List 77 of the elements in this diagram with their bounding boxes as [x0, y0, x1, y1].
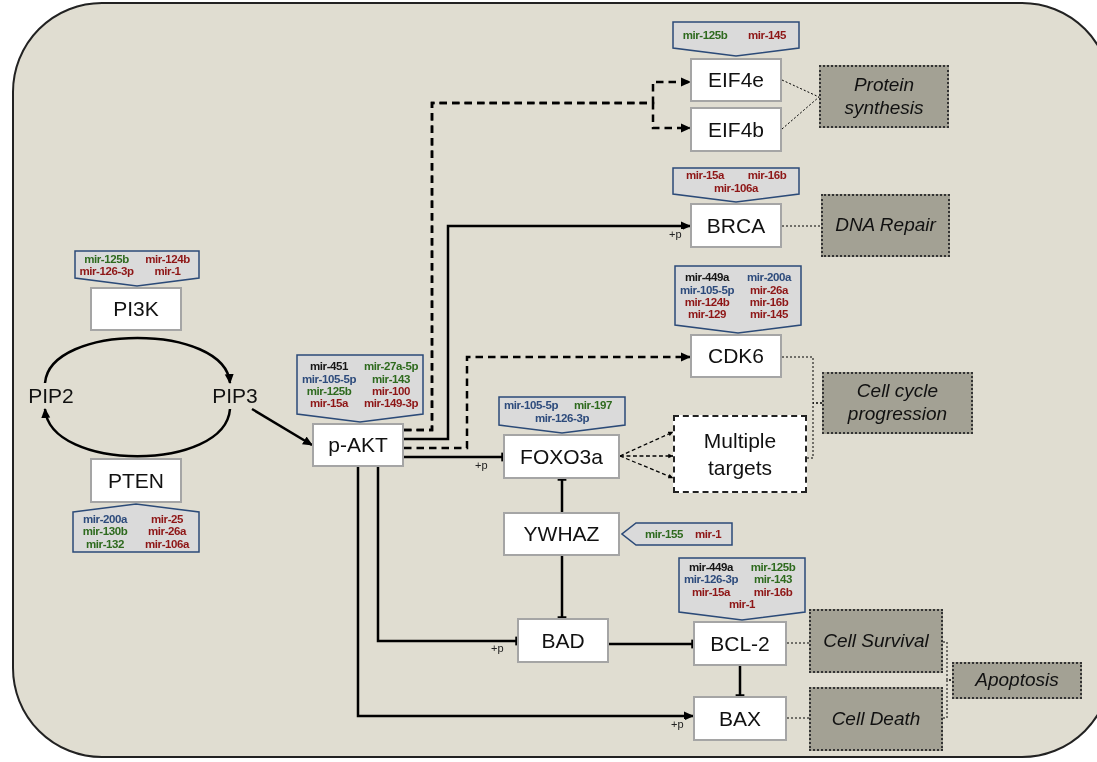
- molecule-label: PIP3: [200, 383, 270, 409]
- mirna-label: mir-26a: [749, 283, 789, 296]
- gene-box: p-AKT: [312, 423, 404, 467]
- mirna-label: mir-1: [695, 527, 722, 541]
- gene-box: BRCA: [690, 203, 782, 248]
- gene-box: PI3K: [90, 287, 182, 331]
- mirna-label: mir-106a: [713, 181, 759, 194]
- mirna-label: mir-145: [747, 29, 787, 42]
- mirna-label: mir-149-3p: [363, 397, 419, 410]
- gene-box: PTEN: [90, 458, 182, 503]
- arrow: [251, 407, 313, 447]
- gene-box: BAD: [517, 618, 609, 663]
- arrow: [404, 352, 691, 450]
- edge-label: +p: [474, 460, 489, 471]
- mirna-label: mir-1: [154, 265, 181, 278]
- target-box: Multiple targets: [673, 415, 807, 493]
- mirna-label: mir-451: [309, 360, 349, 373]
- mirna-label: mir-1: [728, 597, 756, 611]
- mirna-label: mir-126-3p: [79, 265, 134, 278]
- mirna-label: mir-16b: [749, 296, 789, 309]
- mirna-label: mir-155: [644, 527, 683, 541]
- outcome-box: Protein synthesis: [819, 65, 949, 128]
- gene-box: CDK6: [690, 334, 782, 378]
- arrow: [619, 455, 674, 479]
- mirna-label: mir-129: [687, 308, 727, 321]
- mirna-label: mir-125b: [84, 252, 129, 265]
- mirna-label: mir-15a: [685, 169, 725, 182]
- arrow: [356, 467, 694, 721]
- arrow: [404, 221, 691, 441]
- mirna-label: mir-105-5p: [301, 372, 357, 385]
- mirna-label: mir-130b: [82, 525, 128, 538]
- mirna-label: mir-125b: [682, 29, 728, 42]
- mirna-label: mir-449a: [688, 560, 734, 574]
- outcome-box: Cell cycle progression: [822, 372, 973, 434]
- mirna-label: mir-132: [85, 537, 125, 551]
- arrow: [619, 431, 674, 457]
- mirna-label: mir-26a: [147, 525, 187, 538]
- mirna-label: mir-200a: [746, 271, 792, 284]
- edge-label: +p: [490, 643, 505, 654]
- gene-box: FOXO3a: [503, 434, 620, 479]
- edge-label: +p: [670, 719, 685, 730]
- gene-box: EIF4e: [690, 58, 782, 102]
- edge-label: +p: [668, 229, 683, 240]
- mirna-label: mir-16b: [753, 585, 793, 598]
- molecule-label: PIP2: [16, 383, 86, 409]
- mirna-label: mir-143: [371, 372, 411, 385]
- outcome-box: Cell Survival: [809, 609, 943, 673]
- mirna-label: mir-124b: [684, 296, 730, 309]
- arrow: [43, 336, 232, 384]
- gene-box: BAX: [693, 696, 787, 741]
- gene-box: BCL-2: [693, 621, 787, 666]
- mirna-label: mir-125b: [750, 560, 796, 574]
- outcome-box: Apoptosis: [952, 662, 1082, 699]
- mirna-label: mir-125b: [306, 385, 352, 398]
- mirna-label: mir-143: [753, 573, 793, 586]
- mirna-label: mir-200a: [82, 512, 128, 526]
- mirna-label: mir-105-5p: [679, 283, 735, 296]
- mirna-label: mir-105-5p: [503, 399, 559, 412]
- mirna-label: mir-27a-5p: [363, 360, 419, 373]
- mirna-label: mir-15a: [691, 585, 731, 598]
- outcome-box: DNA Repair: [821, 194, 950, 257]
- mirna-label: mir-145: [749, 308, 789, 321]
- outcome-box: Cell Death: [809, 687, 943, 751]
- arrow: [619, 453, 674, 459]
- mirna-label: mir-100: [371, 385, 411, 398]
- mirna-label: mir-126-3p: [534, 411, 590, 424]
- gene-box: EIF4b: [690, 107, 782, 152]
- mirna-label: mir-106a: [144, 537, 190, 551]
- mirna-label: mir-15a: [309, 397, 349, 410]
- mirna-label: mir-449a: [684, 271, 730, 284]
- mirna-label: mir-126-3p: [683, 573, 739, 586]
- mirna-label: mir-197: [573, 399, 613, 412]
- gene-box: YWHAZ: [503, 512, 620, 556]
- mirna-label: mir-16b: [747, 169, 787, 182]
- arrow: [43, 408, 232, 458]
- mirna-label: mir-25: [150, 512, 184, 526]
- mirna-label: mir-124b: [145, 252, 190, 265]
